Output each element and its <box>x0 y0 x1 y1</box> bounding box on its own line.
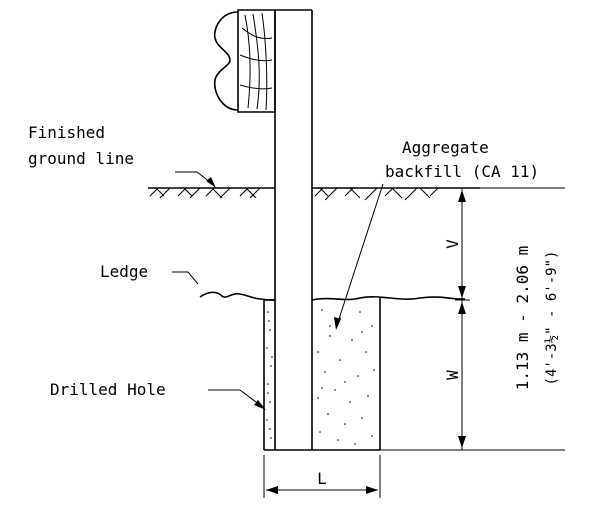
dim-v: V <box>443 239 462 249</box>
label-aggregate-2: backfill (CA 11) <box>385 162 539 181</box>
width-dimension <box>263 455 381 498</box>
vertical-dimensions <box>380 187 565 451</box>
ledge-line <box>199 291 466 301</box>
label-finished-2: ground line <box>28 149 134 168</box>
label-drilled-hole: Drilled Hole <box>50 380 166 399</box>
post <box>274 9 313 450</box>
drilled-hole <box>263 298 381 451</box>
dim-metric: 1.13 m - 2.06 m <box>513 246 532 391</box>
leader-lines <box>172 171 384 410</box>
rail-block <box>213 9 276 113</box>
label-finished-1: Finished <box>28 123 105 142</box>
label-ledge: Ledge <box>100 262 148 281</box>
ground-line <box>148 187 480 201</box>
dim-w: W <box>443 370 462 380</box>
label-aggregate-1: Aggregate <box>402 138 489 157</box>
dim-l: L <box>317 469 327 488</box>
dim-imperial: (4'-3½" - 6'-9") <box>544 251 560 386</box>
